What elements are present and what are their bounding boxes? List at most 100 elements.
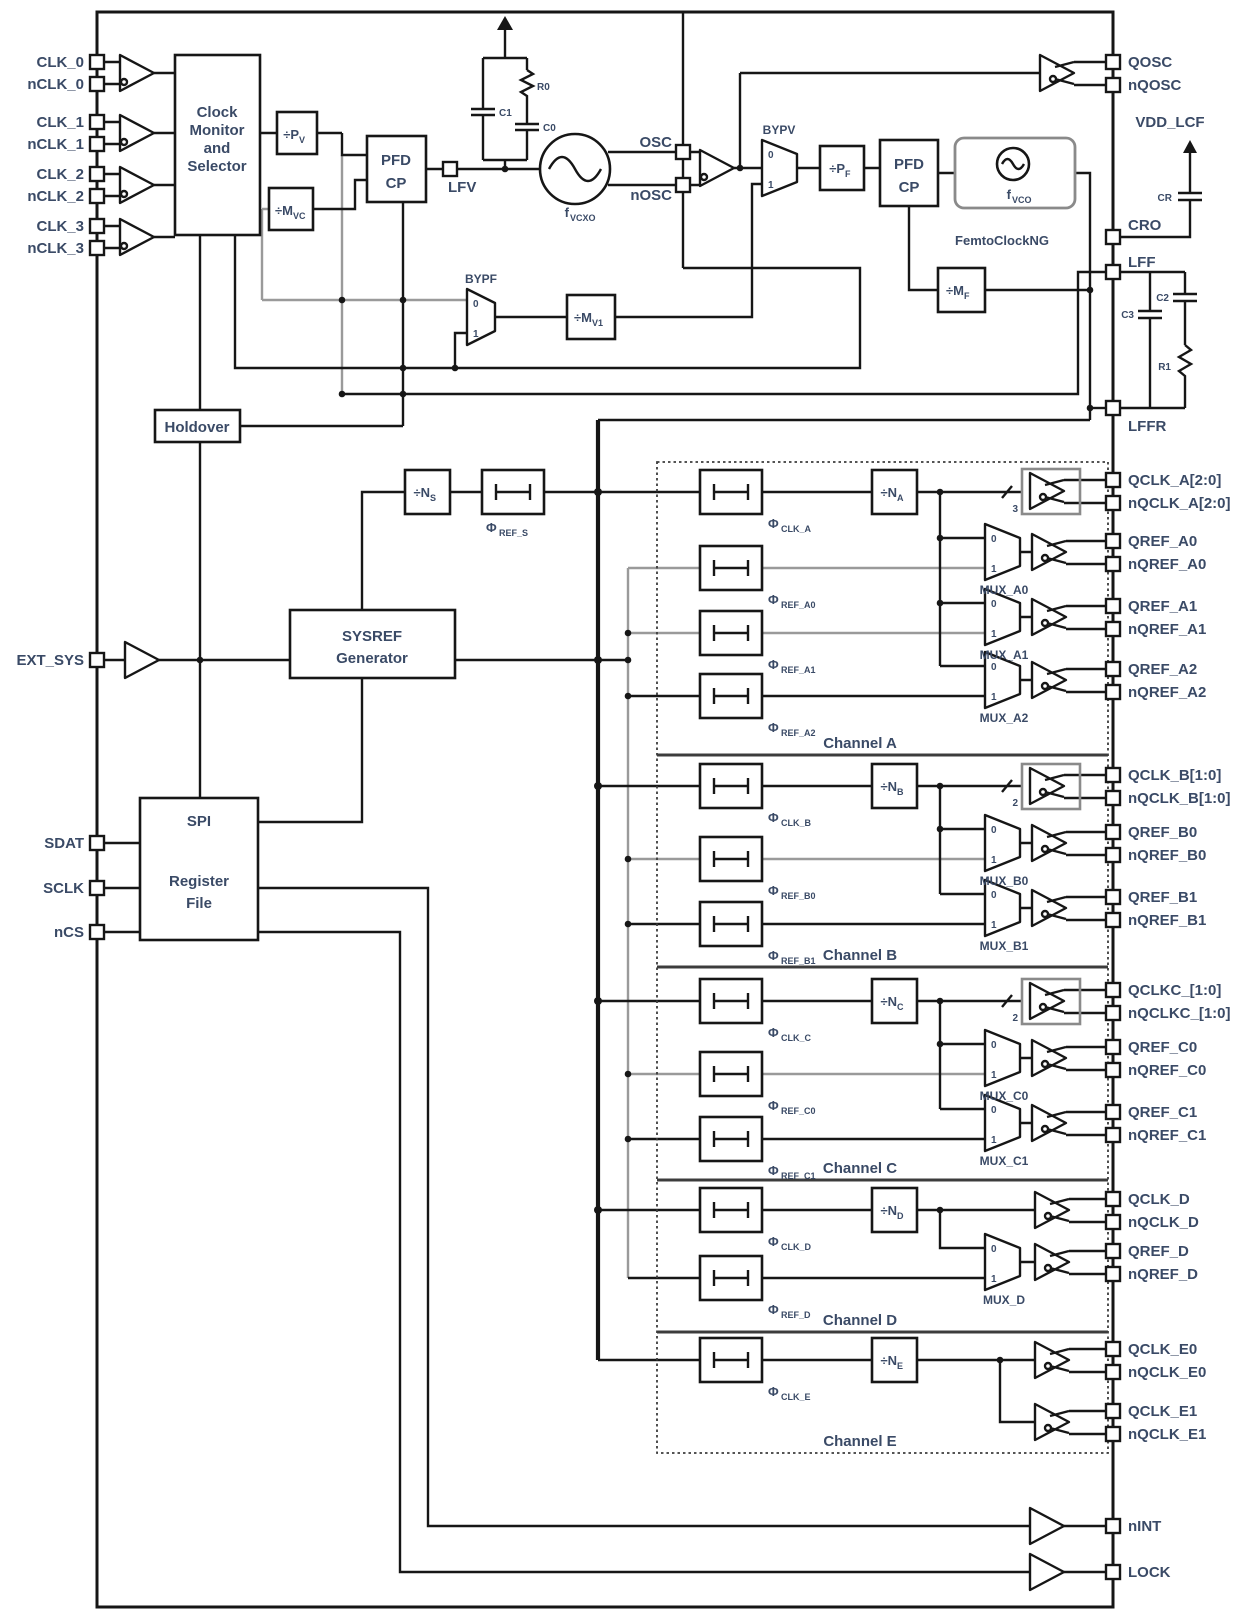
div-pf-block xyxy=(818,144,866,192)
div-pv-base: ÷P xyxy=(283,127,299,142)
qref-a0-output-buffer xyxy=(1030,532,1068,572)
delay-ref-b1 xyxy=(698,900,764,948)
qclk-e0-output-buffer xyxy=(1033,1340,1071,1380)
wires xyxy=(104,12,1202,1574)
channel-d-label: Channel D xyxy=(823,1312,897,1329)
qclk-a-output-buffer xyxy=(1028,471,1066,511)
pin-clk2: CLK_2 xyxy=(36,166,84,183)
div-mv1-sub: V1 xyxy=(592,318,603,328)
clock-monitor-line2: Monitor xyxy=(190,122,245,139)
phi-ref-c0-sub: REF_C0 xyxy=(781,1106,816,1116)
mux-a0-sel0: 0 xyxy=(991,534,997,545)
delay-ref-a1 xyxy=(698,609,764,657)
pin-nqclk-d: nQCLK_D xyxy=(1128,1214,1199,1231)
nint-output-buffer xyxy=(1028,1506,1066,1546)
phi-ref-s-sub: REF_S xyxy=(499,528,528,538)
gray-wires xyxy=(260,155,985,1278)
mux-a1-sel1: 1 xyxy=(991,629,997,640)
qref-a2-output-buffer xyxy=(1030,660,1068,700)
mux-d-sel0: 0 xyxy=(991,1244,997,1255)
mux-a2-sel1: 1 xyxy=(991,692,997,703)
phi-ref-a2-sub: REF_A2 xyxy=(781,728,816,738)
pin-sclk: SCLK xyxy=(43,880,84,897)
phi-ref-c1-base: Φ xyxy=(768,1163,779,1178)
div-mf-block xyxy=(936,266,987,314)
pfd2-line1: PFD xyxy=(894,156,924,173)
div-na-base: ÷N xyxy=(880,485,897,500)
div-nd-sub: D xyxy=(897,1211,904,1221)
bypf-sel1: 1 xyxy=(473,329,479,340)
pfd2-line2: CP xyxy=(899,179,920,196)
pfd-cp-vco-block xyxy=(878,138,940,208)
mux-a1 xyxy=(983,587,1022,647)
lfv-label: LFV xyxy=(448,179,476,196)
qclk-c-output-buffer xyxy=(1028,981,1066,1021)
pin-qref-b0: QREF_B0 xyxy=(1128,824,1197,841)
delay-ref-a0 xyxy=(698,544,764,592)
bypv-label: BYPV xyxy=(763,123,796,137)
bus-c-width: 2 xyxy=(1012,1013,1018,1024)
bypf-label: BYPF xyxy=(465,272,497,286)
qref-d-output-buffer xyxy=(1033,1242,1071,1282)
pin-qref-d: QREF_D xyxy=(1128,1243,1189,1260)
channel-c-label: Channel C xyxy=(823,1160,897,1177)
bus-b-width: 2 xyxy=(1012,798,1018,809)
spi-line3: File xyxy=(186,895,212,912)
mux-d xyxy=(983,1232,1022,1292)
pin-qclk-a: QCLK_A[2:0] xyxy=(1128,472,1221,489)
mux-d-label: MUX_D xyxy=(983,1293,1025,1307)
phi-clk-c-sub: CLK_C xyxy=(781,1033,812,1043)
mux-c0-sel1: 1 xyxy=(991,1070,997,1081)
delay-clk-c xyxy=(698,977,764,1025)
osc-label: OSC xyxy=(639,134,672,151)
phi-ref-b0-base: Φ xyxy=(768,883,779,898)
sysref-line1: SYSREF xyxy=(342,628,402,645)
pin-qref-a1: QREF_A1 xyxy=(1128,598,1197,615)
bypf-sel0: 0 xyxy=(473,299,479,310)
div-nb-sub: B xyxy=(897,787,904,797)
qclk-e1-output-buffer xyxy=(1033,1402,1071,1442)
bypv-mux xyxy=(760,138,799,198)
phi-clk-d-sub: CLK_D xyxy=(781,1242,812,1252)
pin-qref-a2: QREF_A2 xyxy=(1128,661,1197,678)
pin-nqref-c1: nQREF_C1 xyxy=(1128,1127,1206,1144)
mux-b0 xyxy=(983,813,1022,873)
muxes xyxy=(465,138,1022,1292)
r0-label: R0 xyxy=(537,82,550,93)
spi-line1: SPI xyxy=(187,813,211,830)
pin-qosc: QOSC xyxy=(1128,54,1172,71)
phi-ref-s-base: Φ xyxy=(486,520,497,535)
qclk-c-bank-box xyxy=(1020,977,1082,1026)
delay-ref-b0 xyxy=(698,835,764,883)
mux-d-sel1: 1 xyxy=(991,1274,997,1285)
phi-ref-c1-sub: REF_C1 xyxy=(781,1171,816,1181)
qref-a1-output-buffer xyxy=(1030,597,1068,637)
div-ns-block xyxy=(403,468,452,516)
div-mvc-sub: VC xyxy=(293,211,306,221)
delay-clk-a xyxy=(698,468,764,516)
pfd1-line1: PFD xyxy=(381,152,411,169)
delay-ref-d xyxy=(698,1254,764,1302)
phi-ref-c0-base: Φ xyxy=(768,1098,779,1113)
phi-ref-d-base: Φ xyxy=(768,1302,779,1317)
phi-ref-a0-base: Φ xyxy=(768,592,779,607)
delay-ref-c1 xyxy=(698,1115,764,1163)
channel-separators xyxy=(657,753,1108,1334)
delay-clk-e xyxy=(698,1336,764,1384)
junction-dots xyxy=(196,164,1094,1364)
pin-nclk0: nCLK_0 xyxy=(27,76,84,93)
mux-c0-sel0: 0 xyxy=(991,1040,997,1051)
div-nd-base: ÷N xyxy=(880,1203,897,1218)
vco-sine-icon xyxy=(1000,157,1026,171)
pin-nqclk-b: nQCLK_B[1:0] xyxy=(1128,790,1231,807)
channel-e-label: Channel E xyxy=(823,1433,896,1450)
pin-nclk2: nCLK_2 xyxy=(27,188,84,205)
div-nc-block xyxy=(870,977,919,1025)
div-nd-block xyxy=(870,1186,919,1234)
pfd-cp-vcxo-block xyxy=(365,134,428,204)
pin-nclk3: nCLK_3 xyxy=(27,240,84,257)
qclk-b-output-buffer xyxy=(1028,766,1066,806)
mux-a2 xyxy=(983,650,1022,710)
